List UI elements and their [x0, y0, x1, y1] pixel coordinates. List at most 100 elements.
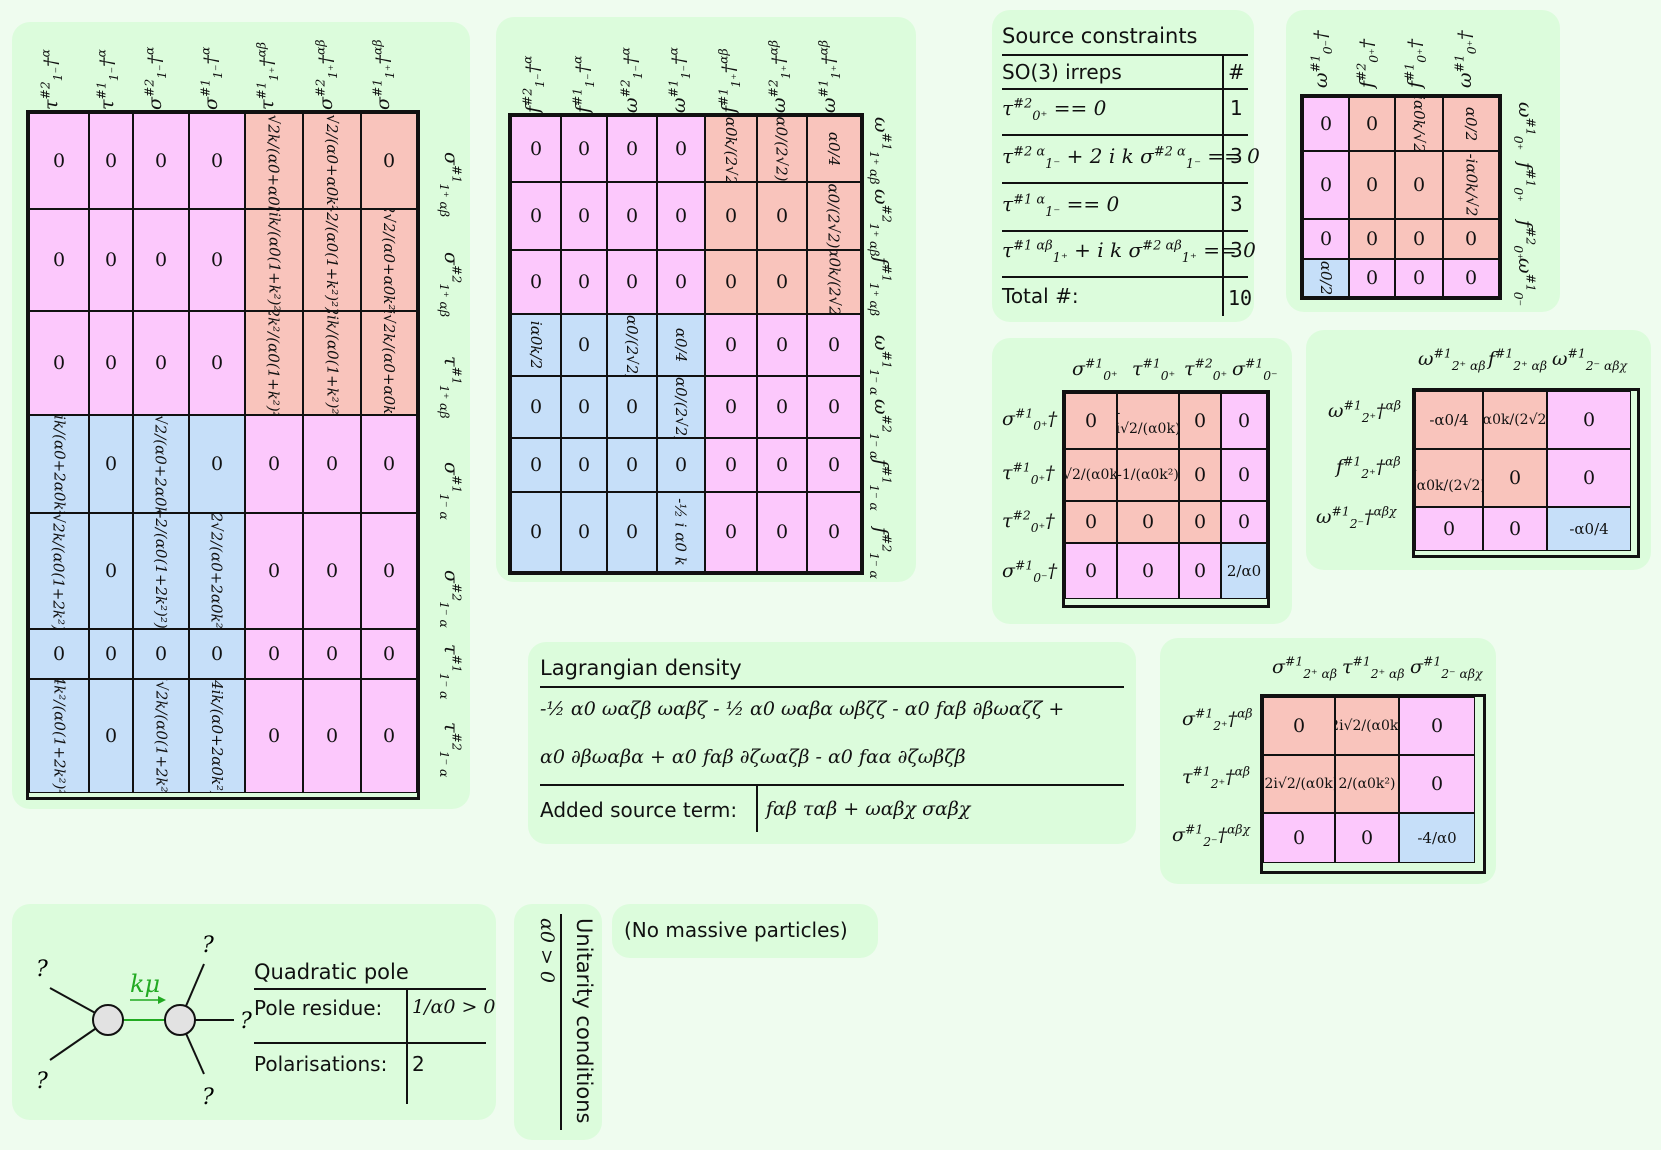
col-label-omega1p1: ω#11⁺†αβ [816, 39, 843, 113]
row-label-f1m2: f#21⁻ α [867, 527, 894, 579]
row-label-tau0p1: τ#10⁺† [1002, 460, 1055, 487]
sigma-tau-spin1-panel: τ#21⁻†α τ#11⁻†α σ#21⁻†α σ#11⁻†α τ#11⁺†αβ… [12, 22, 470, 809]
sigma-tau-spin2-panel: σ#12⁺ αβ τ#12⁺ αβ σ#12⁻ αβχ σ#12⁺†αβ τ#1… [1160, 638, 1496, 884]
col-label-tau1m2: τ#21⁻†α [38, 49, 65, 110]
polarisations-value: 2 [412, 1052, 425, 1076]
row-label-tau1m2: τ#21⁻ α [437, 722, 464, 778]
col-label-omega1p2: ω#21⁺†αβ [766, 39, 793, 113]
massive-particles-text: (No massive particles) [624, 918, 848, 942]
row-label-f2p1: f#12⁺†αβ [1336, 454, 1401, 481]
row-label-omega1m1: ω#11⁻ α [867, 335, 894, 396]
omega-f-spin2-matrix: -α0/4iα0k/(2√2)0 -iα0k/(2√2)00 00-α0/4 [1412, 388, 1640, 558]
lagrangian-panel: Lagrangian density -½ α0 ωαζβ ωαβζ - ½ α… [528, 642, 1136, 844]
source-constraints-panel: Source constraints SO(3) irreps # τ#20⁺ … [992, 10, 1260, 322]
row-label-f1m1: f#11⁻ α [867, 459, 894, 511]
col-label-sigma0m1: σ#10⁻ [1232, 356, 1278, 383]
sigma-tau-spin0-matrix: 0-i√2/(α0k)00 i√2/(α0k)-1/(α0k²)00 0000 … [1062, 390, 1270, 608]
total-value: 10 [1228, 286, 1253, 310]
col-label-f0p2: f#20⁺† [1354, 38, 1381, 88]
col-label-sigma2m1: σ#12⁻ αβχ [1410, 654, 1483, 681]
col-label-omega1m1: ω#11⁻†α [666, 47, 693, 113]
col-label-sigma0p1: σ#10⁺ [1072, 356, 1118, 383]
constraint-row-3: τ#1 α1⁻ == 0 [1002, 192, 1120, 220]
constraint-row-2: τ#2 α1⁻ + 2 i k σ#2 α1⁻ == 0 [1002, 144, 1260, 172]
propagator-diagram: kμ ? ? ? ? ? [36, 933, 252, 1110]
row-label-tau0p2: τ#20⁺† [1002, 508, 1055, 535]
row-label-omega2p1: ω#12⁺†αβ [1328, 398, 1402, 425]
quadratic-pole-panel: kμ ? ? ? ? ? Quadratic pole Pole residue… [12, 904, 496, 1120]
col-label-omega0p1: ω#10⁺† [1452, 30, 1479, 88]
col-label-sigma1m2: σ#21⁻†α [142, 46, 169, 110]
pole-residue-value: 1/α0 > 0 [412, 996, 496, 1018]
col-label-omega0m1: ω#10⁻† [1308, 30, 1335, 88]
row-label-tau2p1: τ#12⁺†αβ [1182, 764, 1251, 791]
row-label-omega0m1: ω#10⁻ [1511, 258, 1538, 307]
row-label-tau1m1: τ#11⁻ α [437, 644, 464, 700]
sigma-tau-spin0-panel: σ#10⁺ τ#10⁺ τ#20⁺ σ#10⁻ σ#10⁺† τ#10⁺† τ#… [992, 338, 1292, 624]
leg-label-top-right: ? [202, 933, 214, 958]
constraint-count-4: 3 [1230, 238, 1243, 262]
col-label-tau1m1: τ#11⁻†α [94, 49, 121, 110]
col-label-tau0p1: τ#10⁺ [1132, 356, 1176, 383]
row-label-omega1p2: ω#21⁺ αβ [867, 189, 894, 257]
row-label-sigma2m1: σ#12⁻†αβχ [1172, 822, 1251, 849]
col-label-sigma1m1: σ#11⁻†α [198, 46, 225, 110]
col-label-f0p1: f#10⁺† [1402, 38, 1429, 88]
unitarity-title: Unitarity conditions [572, 918, 596, 1124]
row-label-f1p1: f#11⁺ αβ [867, 257, 894, 317]
row-label-tau1p1: τ#11⁺ αβ [437, 356, 464, 419]
polarisations-label: Polarisations: [254, 1052, 388, 1076]
row-label-sigma2p1: σ#12⁺†αβ [1182, 706, 1253, 733]
massive-particles-panel: (No massive particles) [612, 904, 878, 958]
leg-label-top-left: ? [36, 957, 48, 982]
row-label-sigma1p2: σ#21⁺ αβ [437, 252, 464, 317]
row-label-f0p1: f#10⁺ [1511, 162, 1538, 202]
row-label-sigma0p1: σ#10⁺† [1002, 406, 1058, 433]
row-label-omega0p1: ω#10⁺ [1511, 102, 1538, 151]
col-label-tau0p2: τ#20⁺ [1184, 356, 1228, 383]
col-label-f1p1: f#11⁺†αβ [716, 48, 743, 113]
col-label-omega2m1: ω#12⁻ αβχ [1552, 346, 1627, 373]
col-label-sigma2p1: σ#12⁺ αβ [1272, 654, 1337, 681]
col-label-f2p1: f#12⁺ αβ [1488, 346, 1548, 373]
col-label-f1m1: f#11⁻†α [570, 55, 597, 113]
source-term-expr: fαβ ταβ + ωαβχ σαβχ [766, 798, 971, 820]
row-label-omega1m2: ω#21⁻ α [867, 399, 894, 460]
lagrangian-title: Lagrangian density [540, 656, 742, 680]
f-omega-spin1-panel: f#21⁻†α f#11⁻†α ω#21⁻†α ω#11⁻†α f#11⁺†αβ… [496, 17, 916, 582]
source-constraints-title: Source constraints [1002, 24, 1198, 48]
irreps-header: SO(3) irreps [1002, 60, 1122, 84]
momentum-label: kμ [130, 970, 160, 998]
col-label-omega2p1: ω#12⁺ αβ [1418, 346, 1486, 373]
constraint-row-4: τ#1 αβ1⁺ + i k σ#2 αβ1⁺ == 0 [1002, 238, 1256, 266]
total-label: Total #: [1002, 284, 1079, 308]
constraint-count-1: 1 [1230, 96, 1243, 120]
sigma-tau-spin2-matrix: 02i√2/(α0k)0 -2i√2/(α0k)2/(α0k²)0 00-4/α… [1260, 694, 1486, 874]
col-label-f1m2: f#21⁻†α [520, 55, 547, 113]
lagrangian-line-2: α0 ∂βωαβα + α0 fαβ ∂ζωαζβ - α0 fαα ∂ζωβζ… [540, 746, 966, 768]
row-label-f0p2: f#20⁺ [1511, 220, 1538, 260]
unitarity-panel: α0 > 0 Unitarity conditions [514, 904, 602, 1140]
constraint-row-1: τ#20⁺ == 0 [1002, 96, 1107, 124]
leg-label-bottom-right: ? [202, 1085, 214, 1110]
row-label-sigma0m1: σ#10⁻† [1002, 558, 1058, 585]
source-term-label: Added source term: [540, 798, 738, 822]
omega-f-spin2-panel: ω#12⁺ αβ f#12⁺ αβ ω#12⁻ αβχ ω#12⁺†αβ f#1… [1306, 330, 1651, 570]
row-label-sigma1p1: σ#11⁺ αβ [437, 152, 464, 217]
constraint-count-3: 3 [1230, 192, 1243, 216]
col-label-tau1p1: τ#11⁺†αβ [254, 41, 281, 110]
row-label-omega2m1: ω#12⁻†αβχ [1316, 504, 1397, 531]
leg-label-bottom-left: ? [36, 1069, 48, 1094]
col-label-sigma1p2: σ#21⁺†αβ [313, 39, 340, 110]
lagrangian-line-1: -½ α0 ωαζβ ωαβζ - ½ α0 ωαβα ωβζζ - α0 fα… [540, 698, 1065, 720]
constraint-count-2: 3 [1230, 144, 1243, 168]
row-label-sigma1m2: σ#21⁻ α [437, 570, 464, 628]
row-label-sigma1m1: σ#11⁻ α [437, 462, 464, 520]
leg-label-mid-right: ? [240, 1009, 252, 1034]
pole-title: Quadratic pole [254, 960, 409, 984]
col-label-sigma1p1: σ#11⁺†αβ [370, 39, 397, 110]
